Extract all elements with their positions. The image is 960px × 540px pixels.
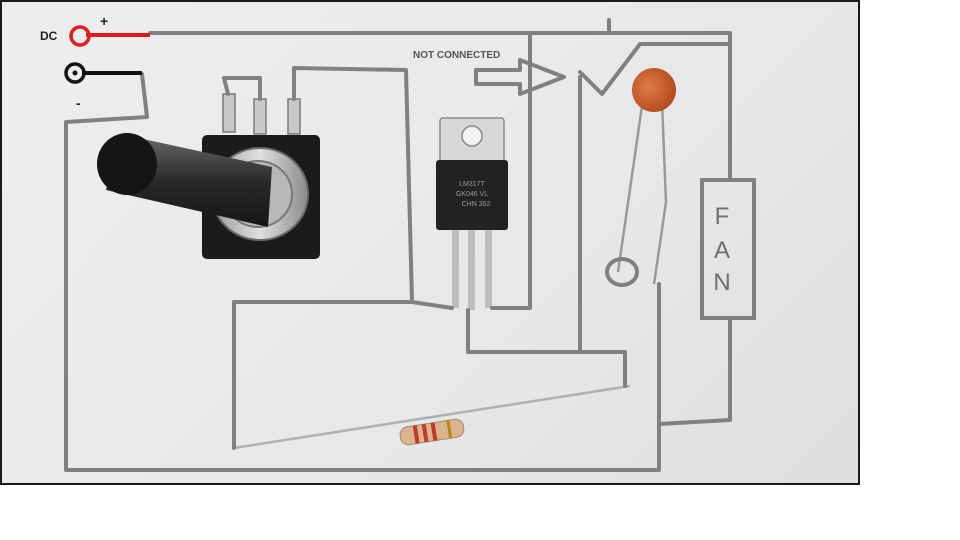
potentiometer (97, 93, 320, 259)
regulator-leg-1 (452, 230, 459, 308)
fan-letter-f: F (715, 203, 730, 230)
wire-fan-bottom (657, 316, 732, 426)
regulator-text-3: CHN 352 (462, 201, 491, 208)
wiring (64, 18, 732, 472)
capacitor-lead-right (652, 101, 668, 285)
positive-terminal (69, 25, 91, 47)
capacitor (616, 68, 676, 285)
fan: F A N (700, 178, 756, 320)
resistor-band-2 (421, 423, 429, 443)
resistor-band-3 (430, 422, 438, 441)
regulator-hole (461, 125, 483, 147)
wire-rail-right (570, 31, 732, 96)
resistor (233, 384, 631, 450)
pot-pin-middle (253, 98, 267, 135)
resistor-band-1 (412, 425, 420, 444)
fan-box (700, 178, 756, 320)
wire-528 (490, 31, 532, 310)
fan-letter-n: N (713, 269, 730, 296)
negative-terminal (64, 62, 86, 84)
resistor-band-4 (446, 420, 453, 439)
dc-label: DC (40, 29, 58, 43)
wire-pot-left (222, 76, 262, 101)
voltage-regulator: LM317T GK046 VL CHN 352 (436, 117, 508, 310)
regulator-text-2: GK046 VL (456, 191, 488, 198)
wire-regulator-out (466, 308, 627, 388)
dc-input: DC + - (40, 13, 150, 111)
regulator-text-1: LM317T (459, 181, 485, 188)
pot-pin-left (222, 93, 236, 133)
pot-pin-right (287, 98, 301, 135)
wire-pot-loop (232, 300, 414, 450)
arrow-not-connected (474, 58, 566, 96)
circuit-diagram: LM317T GK046 VL CHN 352 (40, 13, 756, 472)
fan-letter-a: A (714, 237, 730, 264)
regulator-body (436, 160, 508, 230)
resistor-lead (233, 384, 631, 450)
circuit-photo: LM317T GK046 VL CHN 352 (0, 0, 860, 485)
minus-label: - (76, 95, 81, 111)
negative-terminal-center (72, 70, 78, 76)
plus-label: + (100, 13, 108, 29)
regulator-leg-2 (468, 230, 475, 310)
not-connected-label: NOT CONNECTED (413, 50, 500, 61)
regulator-leg-3 (485, 230, 492, 308)
pot-shaft-end (97, 133, 157, 195)
capacitor-lead-left (616, 105, 644, 273)
capacitor-loop (605, 257, 639, 287)
wire-negative (64, 72, 661, 472)
capacitor-body (632, 68, 676, 112)
wire-pot-right (292, 66, 454, 310)
